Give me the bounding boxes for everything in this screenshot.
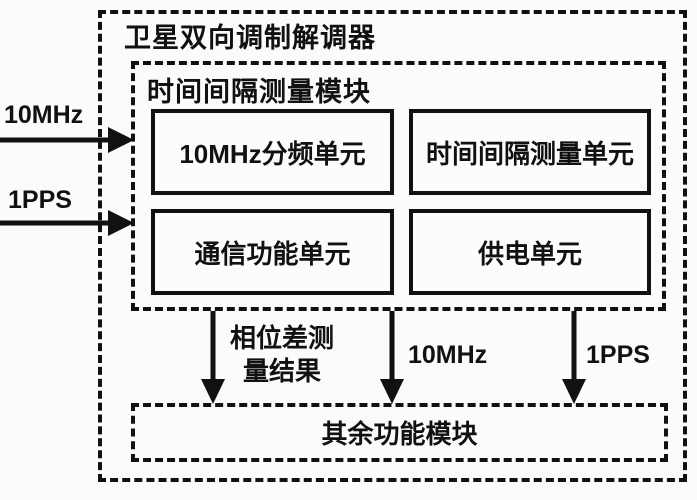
- outer-module-box: [98, 10, 687, 482]
- bottom-module-box: 其余功能模块: [131, 403, 668, 462]
- input-label-1pps: 1PPS: [8, 186, 72, 214]
- unit-box-communication: 通信功能单元: [151, 209, 394, 295]
- output-label-1pps: 1PPS: [586, 341, 650, 369]
- inner-module-box: [131, 61, 666, 311]
- unit-box-time-interval-measure: 时间间隔测量单元: [409, 109, 651, 195]
- unit-box-power-supply: 供电单元: [409, 209, 651, 295]
- unit-box-10mhz-divider: 10MHz分频单元: [151, 109, 394, 195]
- output-label-phase-difference: 相位差测 量结果: [222, 322, 342, 388]
- input-label-10mhz: 10MHz: [4, 101, 84, 129]
- output-label-phase-line1: 相位差测: [229, 323, 334, 353]
- output-label-10mhz: 10MHz: [408, 341, 488, 369]
- inner-module-title: 时间间隔测量模块: [147, 77, 371, 107]
- output-label-phase-line2: 量结果: [242, 356, 321, 386]
- outer-module-title: 卫星双向调制解调器: [124, 23, 376, 53]
